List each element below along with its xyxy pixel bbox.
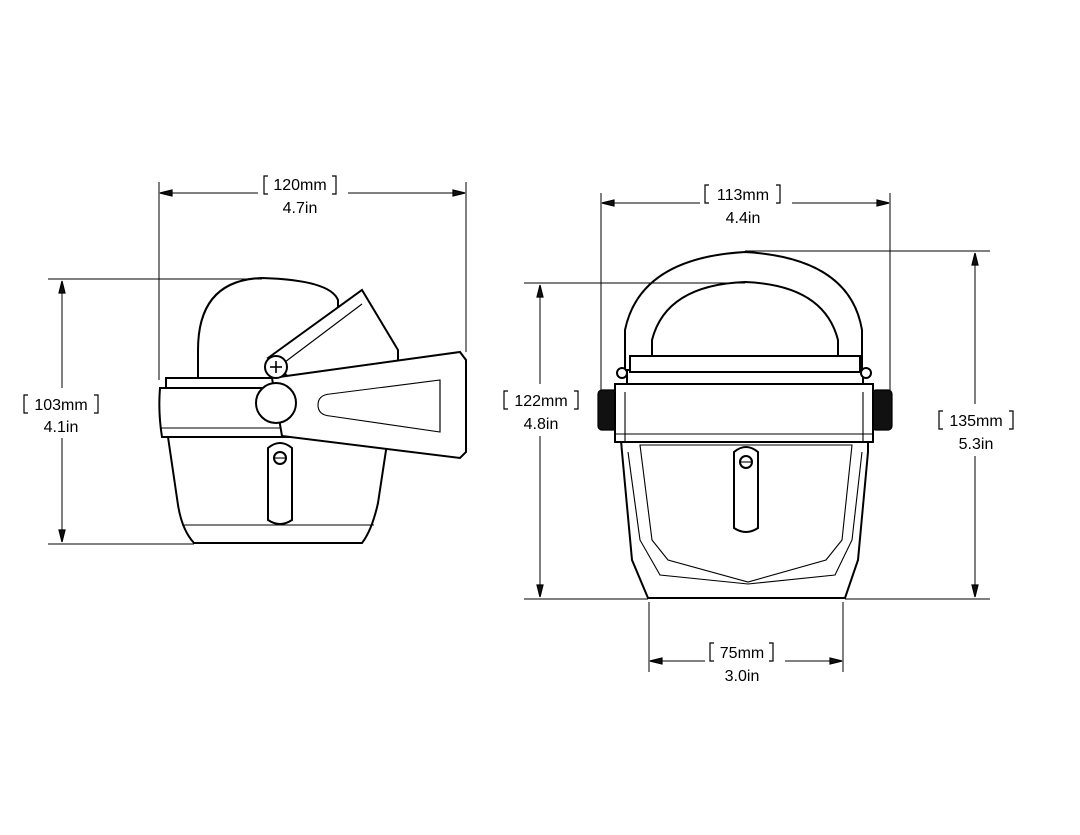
- total-height-dimension: 135mm 5.3in: [745, 250, 1014, 600]
- total-height-mm: 135mm: [949, 413, 1002, 430]
- front-width-in: 4.4in: [726, 210, 761, 227]
- front-height-in: 4.8in: [524, 416, 559, 433]
- front-width-dimension: 113mm 4.4in: [600, 184, 891, 390]
- front-height-mm: 122mm: [514, 393, 567, 410]
- side-height-in: 4.1in: [44, 419, 79, 436]
- front-height-dimension: 122mm 4.8in: [503, 282, 745, 600]
- total-height-in: 5.3in: [959, 436, 994, 453]
- base-width-mm: 75mm: [720, 645, 764, 662]
- side-width-dimension: 120mm 4.7in: [158, 175, 467, 380]
- side-width-mm: 120mm: [273, 177, 326, 194]
- front-view-compass: [597, 250, 893, 599]
- side-height-mm: 103mm: [34, 397, 87, 414]
- side-width-in: 4.7in: [283, 200, 318, 217]
- front-width-mm: 113mm: [717, 187, 769, 204]
- side-height-dimension: 103mm 4.1in: [23, 278, 262, 545]
- base-width-dimension: 75mm 3.0in: [648, 602, 844, 685]
- side-view-compass: [158, 276, 467, 544]
- base-width-in: 3.0in: [725, 668, 760, 685]
